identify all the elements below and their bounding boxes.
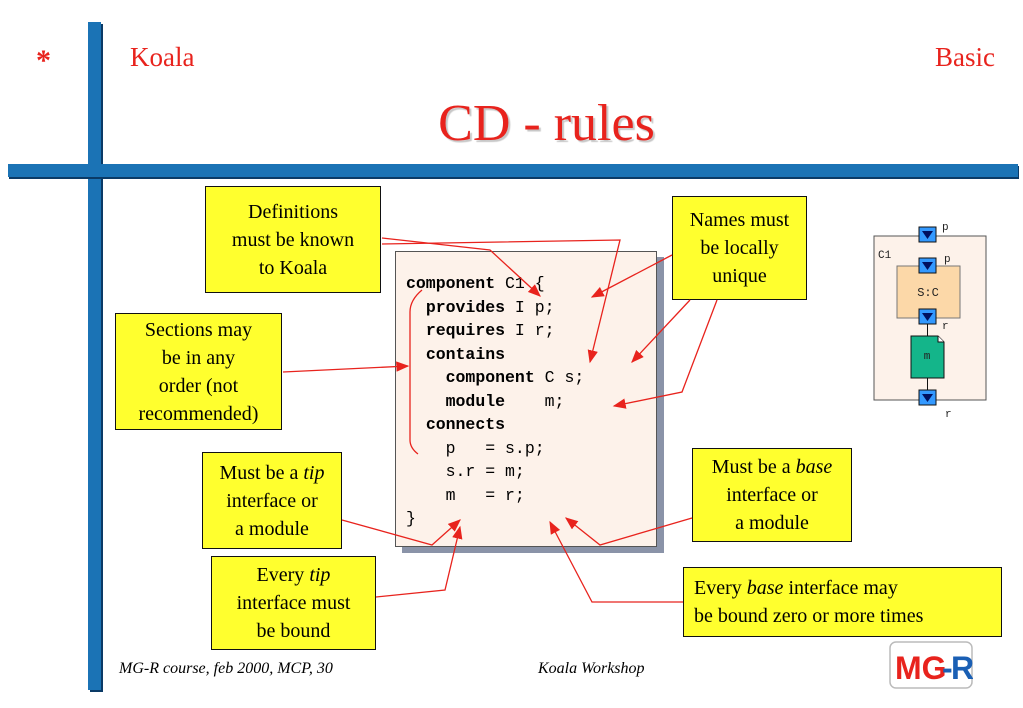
- note-sections: Sections may be in any order (not recommend…: [115, 313, 282, 430]
- slide-title: CD - rules: [438, 95, 655, 152]
- note-line: interface or: [726, 484, 818, 506]
- note-line: interface may: [783, 577, 898, 599]
- note-line: be locally: [700, 237, 779, 259]
- note-emphasis: base: [746, 577, 784, 599]
- top-port-icon: [918, 226, 937, 243]
- code-keyword: requires: [425, 321, 506, 340]
- code-line: requires I r;: [406, 319, 656, 343]
- code-text: I p;: [505, 297, 555, 317]
- horizontal-bar: [8, 164, 1018, 177]
- note-line: unique: [712, 265, 767, 287]
- arrow-definitions-c1: [381, 237, 541, 297]
- arrow-names-m: [612, 299, 718, 409]
- footer-left: MG-R course, feb 2000, MCP, 30: [119, 660, 333, 677]
- note-definitions: Definitions must be known to Koala: [205, 186, 381, 293]
- inner-component-box: [896, 265, 961, 319]
- arrow-base: [564, 517, 693, 546]
- code-keyword: contains: [425, 344, 506, 364]
- note-line: to Koala: [258, 256, 328, 279]
- code-keyword: component: [445, 368, 535, 387]
- note-tip: Must be a tip interface or a module: [202, 452, 342, 549]
- vertical-bar: [88, 22, 101, 690]
- code-line: component C1 {: [406, 272, 656, 296]
- code-line: provides I p;: [406, 296, 656, 320]
- module-icon: [910, 335, 945, 379]
- arrow-names-p: [590, 254, 673, 298]
- arrow-names-s: [631, 299, 691, 363]
- note-names: Names must be locally unique: [672, 196, 807, 300]
- inner-bottom-port-label: r: [942, 321, 949, 333]
- bullet-star: *: [36, 44, 51, 77]
- note-line: Sections may: [144, 318, 253, 341]
- code-line: component C s;: [406, 366, 656, 390]
- code-text: I r;: [505, 321, 555, 340]
- code-text: }: [406, 509, 416, 528]
- note-emphasis: tip: [309, 564, 331, 586]
- top-port-label: p: [942, 222, 949, 234]
- bottom-port-label: r: [945, 409, 952, 421]
- code-line: connects: [406, 413, 656, 437]
- note-emphasis: base: [795, 456, 833, 478]
- inner-top-port-label: p: [944, 254, 951, 266]
- svg-text:MG: MG: [895, 650, 947, 686]
- inner-top-port-icon: [918, 257, 937, 274]
- note-line: must be known: [231, 228, 355, 251]
- arrow-sections: [282, 361, 410, 373]
- code-keyword: provides: [425, 297, 506, 317]
- footer-center: Koala Workshop: [538, 660, 645, 677]
- code-keyword: module: [445, 391, 506, 411]
- note-emphasis: tip: [303, 461, 325, 484]
- code-text: C s;: [534, 368, 585, 387]
- header-right: Basic: [935, 42, 995, 72]
- note-line: recommended): [138, 402, 259, 425]
- code-line: s.r = m;: [406, 460, 656, 484]
- module-label: m: [924, 351, 931, 363]
- code-keyword: connects: [425, 415, 506, 434]
- component-diagram: C1 S:C p p r m r: [873, 222, 987, 421]
- code-line: module m;: [406, 390, 656, 414]
- note-line: Names must: [689, 209, 790, 231]
- code-line: p = s.p;: [406, 437, 656, 461]
- note-line: a module: [235, 517, 309, 540]
- note-every-base: Every base interface may be bound zero or…: [683, 567, 1002, 637]
- arrow-every-tip: [375, 525, 463, 598]
- outer-label: C1: [878, 250, 892, 262]
- code-text: m = r;: [406, 485, 525, 505]
- code-line: }: [406, 507, 656, 531]
- code-keyword: component: [406, 274, 496, 293]
- code-text: C1 {: [495, 274, 545, 293]
- note-line: Must be a: [219, 461, 304, 484]
- inner-label: S:C: [917, 286, 939, 300]
- arrow-every-base: [549, 520, 683, 603]
- header-left: Koala: [130, 42, 195, 72]
- note-line: Every: [694, 577, 747, 599]
- code-line: m = r;: [406, 484, 656, 508]
- svg-text:-: -: [942, 650, 953, 686]
- arrow-definitions-c: [381, 239, 621, 364]
- svg-text:R: R: [951, 650, 973, 686]
- section-bracket: [409, 289, 423, 455]
- code-text: s.r = m;: [406, 462, 525, 481]
- code-text: p = s.p;: [406, 438, 545, 458]
- note-line: be in any: [161, 346, 236, 369]
- code-text: m;: [505, 391, 565, 411]
- arrow-tip: [341, 519, 461, 546]
- note-line: be bound zero or more times: [694, 605, 924, 627]
- mgr-logo: MG - R: [889, 641, 973, 689]
- note-line: interface or: [226, 489, 318, 512]
- note-base: Must be a base interface or a module: [692, 448, 852, 542]
- inner-bottom-port-icon: [918, 308, 937, 325]
- note-line: be bound: [256, 620, 331, 642]
- note-line: Definitions: [248, 200, 338, 223]
- note-line: a module: [735, 512, 809, 534]
- code-line: contains: [406, 343, 656, 367]
- note-every-tip: Every tip interface must be bound: [211, 556, 376, 650]
- note-line: interface must: [236, 592, 351, 614]
- note-line: order (not: [158, 374, 239, 397]
- note-line: Must be a: [711, 456, 796, 478]
- note-line: Every: [256, 564, 310, 586]
- bottom-port-icon: [918, 389, 937, 406]
